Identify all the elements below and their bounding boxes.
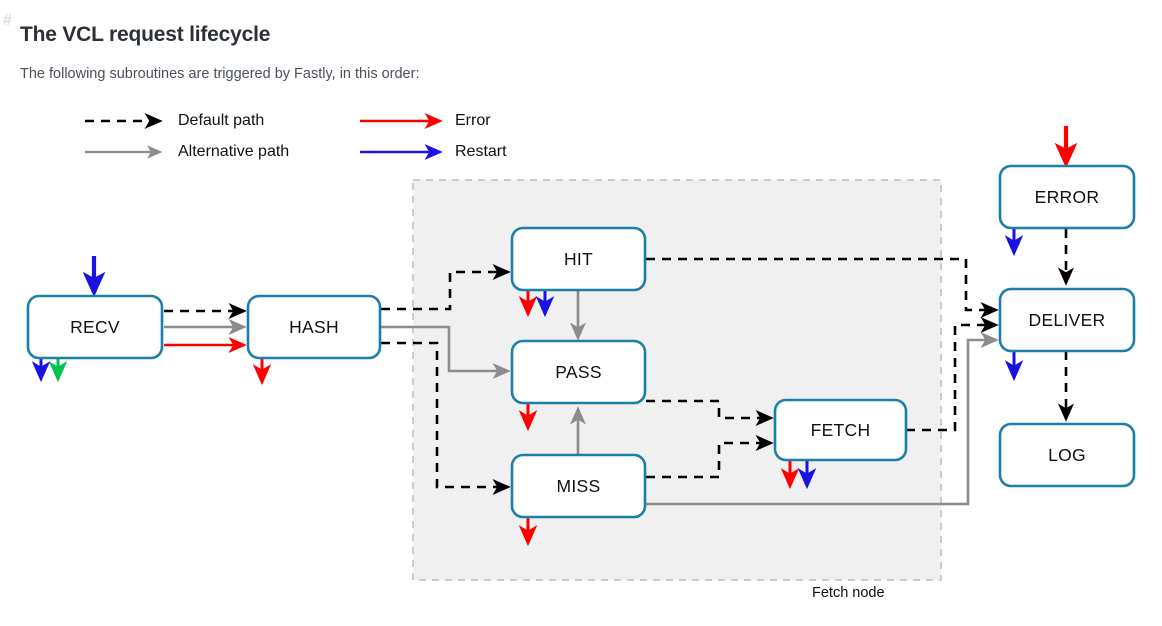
- legend-label-default-path: Default path: [178, 112, 265, 129]
- page-title: The VCL request lifecycle: [20, 23, 271, 47]
- node-hit[interactable]: [510, 226, 647, 292]
- node-deliver[interactable]: [998, 287, 1136, 353]
- nodes: [26, 164, 1136, 519]
- edge-hash-miss-default: [381, 341, 511, 496]
- edge-hit-deliver-default: [646, 257, 999, 319]
- edge-fetch-deliver-default: [906, 316, 999, 432]
- node-log[interactable]: [998, 422, 1136, 488]
- edge-hash-hit-default: [381, 263, 511, 311]
- legend-label-restart: Restart: [455, 143, 507, 160]
- edge-miss-fetch-default: [646, 434, 774, 479]
- edge-pass-fetch-default: [646, 399, 774, 427]
- node-miss[interactable]: [510, 453, 647, 519]
- edge-hash-pass-alternative: [381, 325, 511, 380]
- edge-miss-deliver-alternative: [646, 331, 999, 506]
- page-subtitle: The following subroutines are triggered …: [20, 65, 420, 82]
- node-hash[interactable]: [246, 294, 382, 360]
- fetch-node-group-label: Fetch node: [812, 585, 885, 601]
- heading-anchor-icon[interactable]: #: [3, 12, 12, 29]
- fetch-node-group: [412, 179, 942, 581]
- node-recv[interactable]: [26, 294, 164, 360]
- legend-label-alternative-path: Alternative path: [178, 143, 290, 160]
- legend-label-error: Error: [455, 112, 491, 129]
- edges: [31, 126, 1078, 547]
- node-fetch[interactable]: [773, 398, 908, 462]
- node-error[interactable]: [998, 164, 1136, 230]
- legend: [85, 112, 443, 161]
- node-pass[interactable]: [510, 339, 647, 405]
